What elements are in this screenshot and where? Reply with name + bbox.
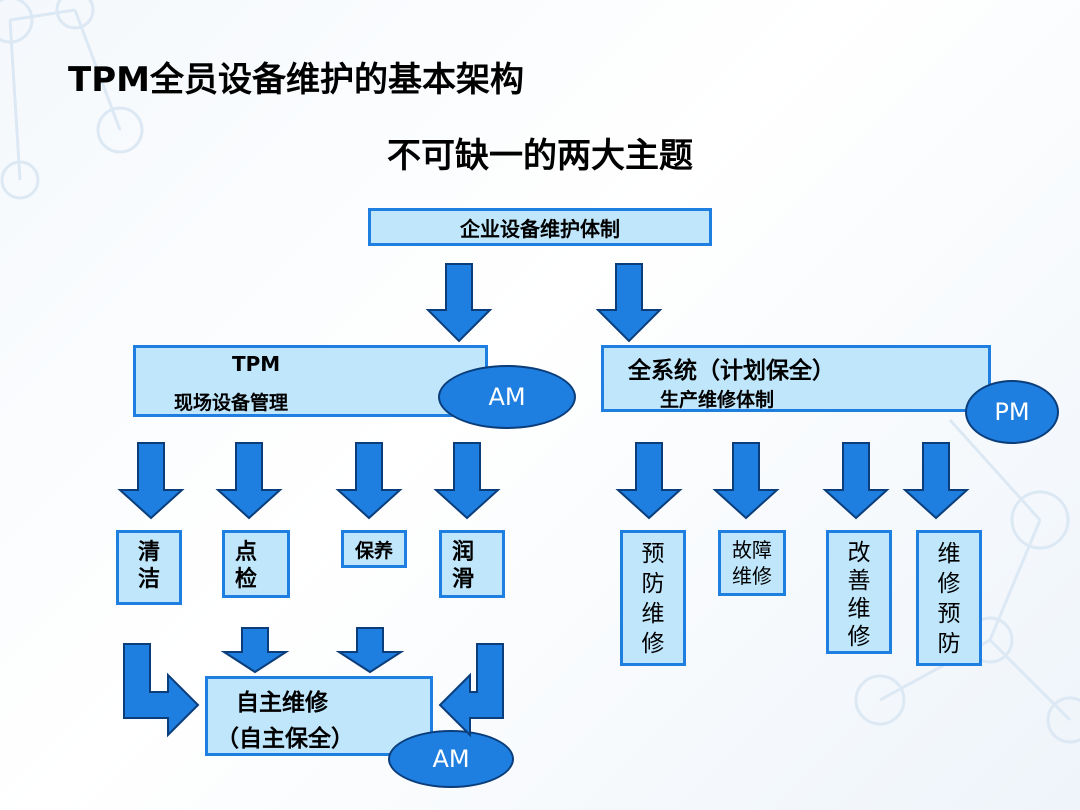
bent-arrow-right-to-autonomous xyxy=(438,643,504,738)
down-arrow-to-lubrication xyxy=(433,442,501,520)
corrective-char-1: 改 xyxy=(847,540,871,566)
page-subtitle: 不可缺一的两大主题 xyxy=(387,136,693,176)
corrective-maintenance-box: 改 善 维 修 xyxy=(826,530,892,654)
page-title: TPM全员设备维护的基本架构 xyxy=(68,60,524,100)
maintenance-care-box: 保养 xyxy=(341,530,407,568)
down-arrow-to-tpm xyxy=(425,263,493,343)
mp-char-3: 预 xyxy=(937,601,961,627)
am-badge-bottom-label: AM xyxy=(432,745,470,773)
am-badge-bottom: AM xyxy=(388,730,514,788)
down-arrow-to-preventive xyxy=(615,442,683,520)
breakdown-line-2: 维修 xyxy=(732,564,772,588)
down-arrow-to-corrective xyxy=(822,442,890,520)
mp-char-4: 防 xyxy=(937,631,961,657)
preventive-char-4: 修 xyxy=(641,631,665,657)
planned-maintenance-label: 全系统（计划保全） xyxy=(628,358,835,384)
breakdown-maintenance-box: 故障 维修 xyxy=(718,530,786,596)
cleaning-box: 清 洁 xyxy=(116,530,182,605)
autonomous-maintenance-box: 自主维修 （自主保全） xyxy=(205,676,433,756)
inspection-box: 点 检 xyxy=(222,530,290,598)
tpm-label: TPM xyxy=(232,352,281,376)
am-badge-top: AM xyxy=(438,365,576,429)
bent-arrow-left-to-autonomous xyxy=(123,643,200,738)
pm-badge: PM xyxy=(965,380,1059,444)
autonomous-maintenance-label: 自主维修 xyxy=(236,690,328,716)
down-arrow-to-breakdown xyxy=(712,442,780,520)
autonomous-care-label: （自主保全） xyxy=(216,726,354,752)
preventive-maintenance-box: 预 防 维 修 xyxy=(620,530,686,666)
production-maintenance-label: 生产维修体制 xyxy=(660,389,775,411)
inspection-char-1: 点 xyxy=(235,540,258,565)
am-badge-top-label: AM xyxy=(488,383,526,411)
preventive-char-1: 预 xyxy=(641,541,665,567)
corrective-char-4: 修 xyxy=(847,624,871,650)
preventive-char-2: 防 xyxy=(641,571,665,597)
breakdown-line-1: 故障 xyxy=(732,538,772,562)
tpm-onsite-management-box: TPM 现场设备管理 xyxy=(133,345,488,417)
down-arrow-to-autonomous-2 xyxy=(335,627,405,674)
down-arrow-to-autonomous-1 xyxy=(220,627,290,674)
planned-maintenance-system-box: 全系统（计划保全） 生产维修体制 xyxy=(601,345,991,412)
down-arrow-to-inspection xyxy=(215,442,283,520)
cleaning-char-1: 清 xyxy=(137,540,160,565)
corrective-char-2: 善 xyxy=(847,568,871,594)
mp-char-2: 修 xyxy=(937,571,961,597)
down-arrow-to-cleaning xyxy=(117,442,185,520)
lubrication-char-1: 润 xyxy=(452,540,475,565)
enterprise-maintenance-system-box: 企业设备维护体制 xyxy=(368,208,712,246)
preventive-char-3: 维 xyxy=(641,601,665,627)
maintenance-prevention-box: 维 修 预 防 xyxy=(916,530,982,666)
down-arrow-to-pm xyxy=(595,263,663,343)
pm-badge-label: PM xyxy=(994,398,1030,426)
inspection-char-2: 检 xyxy=(235,567,258,592)
corrective-char-3: 维 xyxy=(847,596,871,622)
lubrication-box: 润 滑 xyxy=(439,530,505,598)
down-arrow-to-mp xyxy=(902,442,970,520)
onsite-management-label: 现场设备管理 xyxy=(174,392,289,414)
cleaning-char-2: 洁 xyxy=(137,567,160,592)
maintenance-care-label: 保养 xyxy=(354,539,393,562)
top-box-label: 企业设备维护体制 xyxy=(460,216,620,241)
down-arrow-to-maintenance-care xyxy=(335,442,403,520)
mp-char-1: 维 xyxy=(937,541,961,567)
lubrication-char-2: 滑 xyxy=(452,567,475,592)
